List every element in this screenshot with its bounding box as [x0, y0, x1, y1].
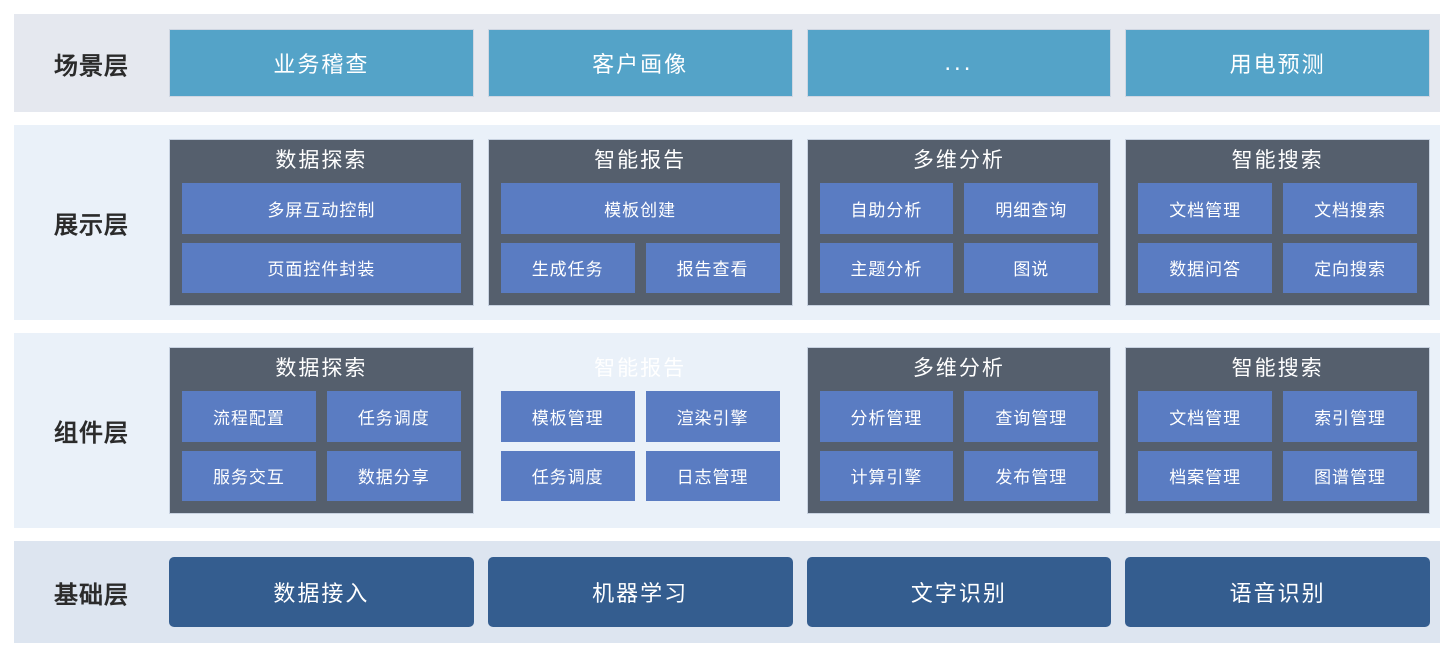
- band-label-base-layer: 基础层: [54, 581, 129, 609]
- band-presentation-layer: 展示层 数据探索 多屏互动控制 页面控件封装 智能报告 模板创建: [14, 125, 1440, 320]
- scene-card-more-ellipsis[interactable]: ...: [806, 29, 1112, 97]
- module-title: 智能搜索: [1231, 357, 1324, 380]
- module-chip-row: 任务调度 日志管理: [500, 450, 780, 501]
- band-base-layer: 基础层 数据接入 机器学习 文字识别 语音识别: [14, 541, 1440, 643]
- module-chip-row: 自助分析 明细查询: [819, 183, 1099, 234]
- module-chip-rows: 分析管理 查询管理 计算引擎 发布管理: [819, 391, 1099, 501]
- band-label-component-layer: 组件层: [54, 420, 129, 447]
- module-chip-rows: 自助分析 明细查询 主题分析 图说: [819, 183, 1099, 293]
- module-title: 智能报告: [594, 149, 687, 172]
- chip-page-widget-encapsulation[interactable]: 页面控件封装: [182, 242, 461, 293]
- chip-publish-management[interactable]: 发布管理: [964, 450, 1099, 501]
- chip-template-management[interactable]: 模板管理: [500, 391, 635, 442]
- chip-archive-management[interactable]: 档案管理: [1138, 450, 1273, 501]
- chip-task-scheduling[interactable]: 任务调度: [500, 450, 635, 501]
- module-title: 多维分析: [912, 149, 1005, 172]
- chip-knowledge-graph-management[interactable]: 图谱管理: [1283, 450, 1417, 501]
- module-card-multidimensional-analysis-component[interactable]: 多维分析 分析管理 查询管理 计算引擎 发布管理: [806, 347, 1112, 514]
- band-body-presentation-layer: 数据探索 多屏互动控制 页面控件封装 智能报告 模板创建: [169, 125, 1440, 320]
- chip-detail-query[interactable]: 明细查询: [964, 183, 1099, 234]
- module-card-intelligent-report-component[interactable]: 智能报告 模板管理 渲染引擎 任务调度 日志管理: [488, 347, 793, 514]
- chip-topic-analysis[interactable]: 主题分析: [819, 242, 954, 293]
- module-title: 智能报告: [594, 357, 687, 380]
- module-chip-row: 生成任务 报告查看: [500, 242, 780, 293]
- chip-generate-task[interactable]: 生成任务: [500, 242, 635, 293]
- base-card-speech-recognition[interactable]: 语音识别: [1125, 557, 1430, 627]
- module-chip-rows: 流程配置 任务调度 服务交互 数据分享: [182, 391, 461, 501]
- module-chip-row: 数据问答 定向搜索: [1138, 242, 1417, 293]
- base-card-text-recognition[interactable]: 文字识别: [806, 557, 1112, 627]
- chip-report-view[interactable]: 报告查看: [645, 242, 780, 293]
- chip-document-management[interactable]: 文档管理: [1138, 183, 1273, 234]
- scene-card-business-audit[interactable]: 业务稽查: [169, 29, 474, 97]
- chip-compute-engine[interactable]: 计算引擎: [819, 450, 954, 501]
- chip-chart-narrative[interactable]: 图说: [964, 242, 1099, 293]
- module-chip-rows: 模板创建 生成任务 报告查看: [500, 183, 780, 293]
- base-card-data-ingestion[interactable]: 数据接入: [169, 557, 474, 627]
- module-title: 数据探索: [275, 357, 368, 380]
- chip-log-management[interactable]: 日志管理: [645, 450, 780, 501]
- module-chip-row: 文档管理 索引管理: [1138, 391, 1417, 442]
- module-chip-rows: 多屏互动控制 页面控件封装: [182, 183, 461, 293]
- module-chip-row: 主题分析 图说: [819, 242, 1099, 293]
- module-chip-rows: 文档管理 文档搜索 数据问答 定向搜索: [1138, 183, 1417, 293]
- module-chip-rows: 文档管理 索引管理 档案管理 图谱管理: [1138, 391, 1417, 501]
- base-card-machine-learning[interactable]: 机器学习: [487, 557, 793, 627]
- chip-targeted-search[interactable]: 定向搜索: [1283, 242, 1417, 293]
- chip-query-management[interactable]: 查询管理: [964, 391, 1099, 442]
- module-card-intelligent-search-presentation[interactable]: 智能搜索 文档管理 文档搜索 数据问答 定向搜索: [1125, 139, 1430, 306]
- module-chip-rows: 模板管理 渲染引擎 任务调度 日志管理: [500, 391, 780, 501]
- scene-card-customer-profile[interactable]: 客户画像: [487, 29, 793, 97]
- chip-process-configuration[interactable]: 流程配置: [182, 391, 316, 442]
- chip-document-search[interactable]: 文档搜索: [1283, 183, 1417, 234]
- chip-self-service-analysis[interactable]: 自助分析: [819, 183, 954, 234]
- chip-analysis-management[interactable]: 分析管理: [819, 391, 954, 442]
- module-title: 多维分析: [912, 357, 1005, 380]
- module-chip-row: 分析管理 查询管理: [819, 391, 1099, 442]
- chip-multiscreen-interaction-control[interactable]: 多屏互动控制: [182, 183, 461, 234]
- module-chip-row: 多屏互动控制: [182, 183, 461, 234]
- chip-task-scheduling[interactable]: 任务调度: [326, 391, 461, 442]
- band-body-base-layer: 数据接入 机器学习 文字识别 语音识别: [169, 541, 1440, 643]
- module-card-multidimensional-analysis-presentation[interactable]: 多维分析 自助分析 明细查询 主题分析 图说: [806, 139, 1112, 306]
- module-chip-row: 文档管理 文档搜索: [1138, 183, 1417, 234]
- band-scene-layer: 场景层 业务稽查 客户画像 ... 用电预测: [14, 14, 1440, 112]
- chip-rendering-engine[interactable]: 渲染引擎: [645, 391, 780, 442]
- chip-template-creation[interactable]: 模板创建: [500, 183, 780, 234]
- module-title: 数据探索: [275, 149, 368, 172]
- module-card-data-exploration-component[interactable]: 数据探索 流程配置 任务调度 服务交互 数据分享: [169, 347, 474, 514]
- module-chip-row: 流程配置 任务调度: [182, 391, 461, 442]
- band-label-scene-layer: 场景层: [54, 52, 129, 80]
- module-chip-row: 服务交互 数据分享: [182, 450, 461, 501]
- module-chip-row: 档案管理 图谱管理: [1138, 450, 1417, 501]
- chip-service-interaction[interactable]: 服务交互: [182, 450, 316, 501]
- chip-index-management[interactable]: 索引管理: [1283, 391, 1417, 442]
- band-body-scene-layer: 业务稽查 客户画像 ... 用电预测: [169, 14, 1440, 112]
- band-body-component-layer: 数据探索 流程配置 任务调度 服务交互 数据分享 智能报告 模板管理: [169, 333, 1440, 528]
- scene-card-power-forecast[interactable]: 用电预测: [1125, 29, 1430, 97]
- module-title: 智能搜索: [1231, 149, 1324, 172]
- module-chip-row: 页面控件封装: [182, 242, 461, 293]
- band-component-layer: 组件层 数据探索 流程配置 任务调度 服务交互 数据分享 智能报告: [14, 333, 1440, 528]
- band-label-presentation-layer: 展示层: [54, 212, 129, 239]
- module-chip-row: 模板创建: [500, 183, 780, 234]
- module-chip-row: 计算引擎 发布管理: [819, 450, 1099, 501]
- module-card-data-exploration-presentation[interactable]: 数据探索 多屏互动控制 页面控件封装: [169, 139, 474, 306]
- module-card-intelligent-report-presentation[interactable]: 智能报告 模板创建 生成任务 报告查看: [487, 139, 793, 306]
- module-chip-row: 模板管理 渲染引擎: [500, 391, 780, 442]
- module-card-intelligent-search-component[interactable]: 智能搜索 文档管理 索引管理 档案管理 图谱管理: [1125, 347, 1430, 514]
- chip-data-sharing[interactable]: 数据分享: [326, 450, 461, 501]
- chip-document-management[interactable]: 文档管理: [1138, 391, 1273, 442]
- chip-data-qa[interactable]: 数据问答: [1138, 242, 1273, 293]
